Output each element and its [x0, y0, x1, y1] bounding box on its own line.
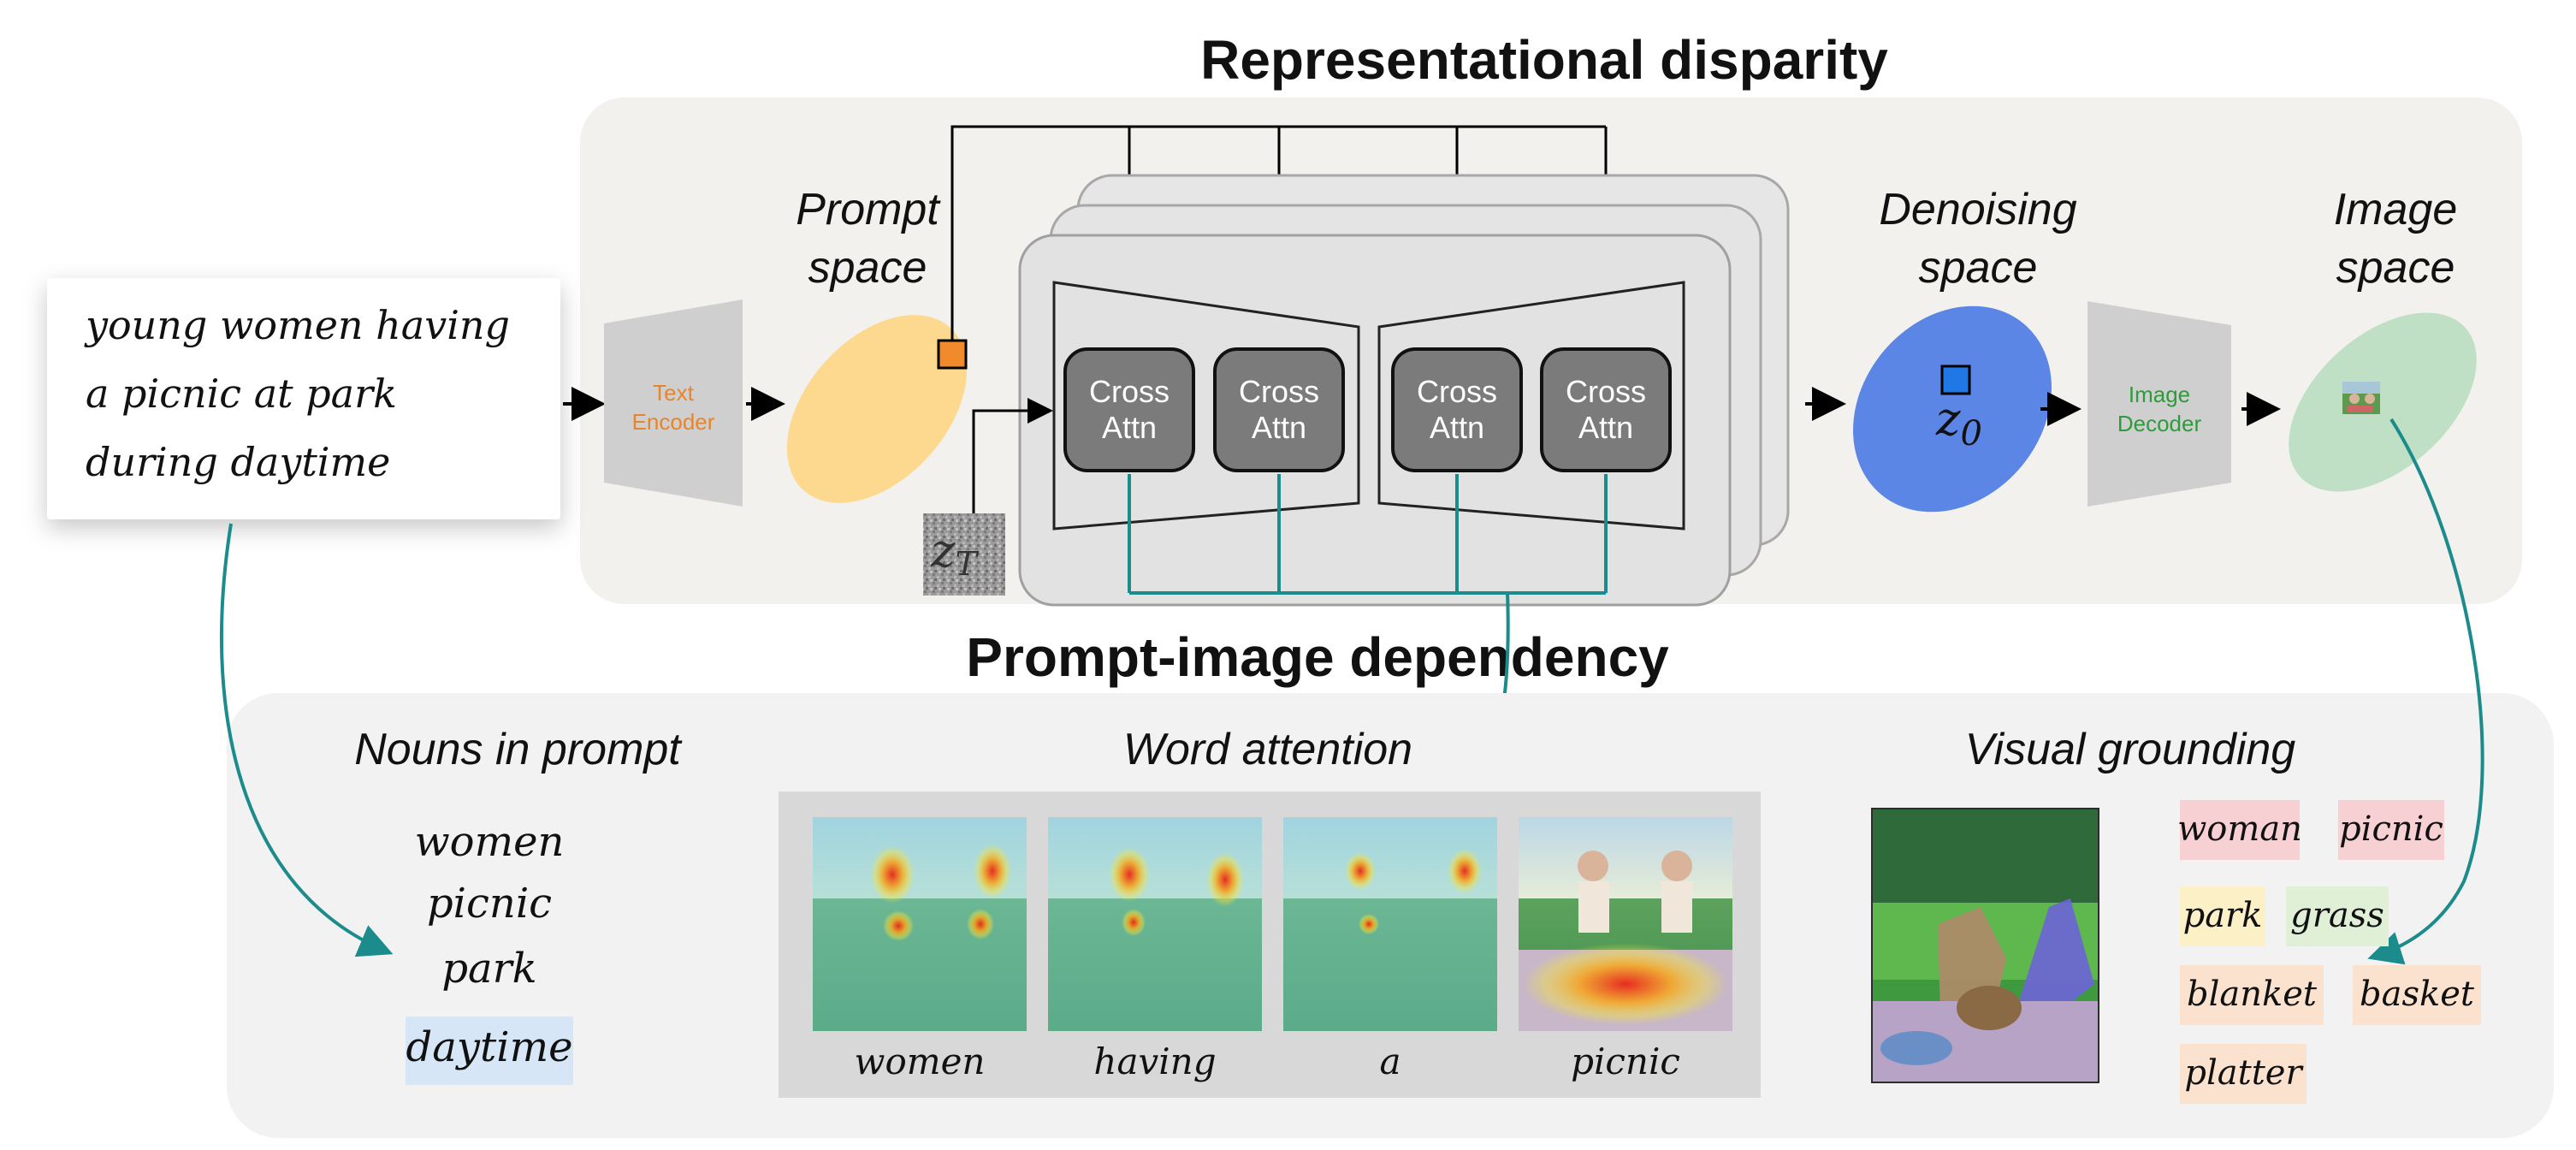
arrow-zt-to-unet	[972, 398, 1053, 513]
svg-text:picnic: picnic	[2339, 809, 2443, 849]
cross-attn-block: Cross Attn	[1391, 347, 1523, 472]
cross-attn-label: Attn	[1578, 410, 1633, 445]
image-decoder-label: Decoder	[2117, 411, 2202, 436]
prompt-space-label: Prompt	[796, 185, 941, 234]
noun-item: picnic	[427, 880, 552, 928]
arrow-image-to-grounding	[2367, 418, 2484, 965]
attention-word-label: picnic	[1571, 1040, 1680, 1082]
noun-item: park	[441, 945, 536, 993]
grounding-label: platter	[2180, 1044, 2307, 1104]
visual-grounding-title: Visual grounding	[1965, 725, 2296, 774]
generated-image-thumbnail	[2342, 382, 2380, 414]
latent-zt-image	[923, 513, 1005, 596]
grounding-label: picnic	[2338, 800, 2444, 860]
attention-map	[1283, 817, 1497, 1031]
attention-map	[1048, 817, 1262, 1031]
image-space-label: Image	[2334, 185, 2458, 234]
unet-decoder-outline	[1377, 281, 1685, 531]
attention-map	[813, 817, 1027, 1031]
grounding-label: basket	[2353, 965, 2481, 1025]
image-space-ellipse	[2289, 312, 2477, 492]
prompt-line: during daytime	[86, 439, 390, 485]
denoising-space-label: space	[1919, 243, 2038, 293]
svg-text:basket: basket	[2360, 975, 2475, 1014]
denoised-latent-marker	[1940, 365, 1971, 395]
image-space-label: space	[2336, 243, 2455, 293]
image-decoder	[2087, 301, 2231, 507]
grounding-label: woman	[2177, 800, 2302, 860]
cross-attn-label: Cross	[1239, 374, 1319, 409]
attention-word-label: women	[855, 1040, 986, 1082]
unet-panel	[1018, 234, 1732, 607]
cross-attn-block: Cross Attn	[1063, 347, 1195, 472]
grounding-label: blanket	[2180, 965, 2324, 1025]
svg-text:woman: woman	[2177, 809, 2302, 849]
cross-attn-label: Attn	[1252, 410, 1306, 445]
denoising-space-label: Denoising	[1879, 185, 2076, 234]
svg-text:park: park	[2183, 896, 2263, 935]
svg-text:platter: platter	[2184, 1053, 2304, 1093]
nouns-title: Nouns in prompt	[354, 725, 683, 774]
prompt-line: young women having	[84, 302, 510, 348]
attention-word-label: having	[1093, 1040, 1216, 1082]
noun-item: women	[415, 818, 565, 866]
cross-attn-label: Attn	[1430, 410, 1484, 445]
cross-attn-block: Cross Attn	[1213, 347, 1345, 472]
noun-highlight-daytime	[406, 1017, 573, 1085]
grounding-label: grass	[2286, 886, 2389, 946]
denoising-space-ellipse	[1853, 305, 2052, 513]
noun-item: daytime	[406, 1023, 572, 1071]
cross-attn-label: Attn	[1102, 410, 1157, 445]
attention-word-label: a	[1379, 1040, 1401, 1082]
attention-map	[1519, 817, 1732, 1031]
latent-z0-symbol: z0	[1935, 392, 1982, 453]
cross-attn-label: Cross	[1566, 374, 1646, 409]
prompt-embedding-marker	[937, 339, 968, 370]
text-encoder	[604, 299, 743, 507]
text-encoder-label: Encoder	[632, 409, 715, 435]
text-encoder-label: Text	[653, 380, 694, 406]
unet-encoder-outline	[1052, 281, 1360, 531]
svg-text:blanket: blanket	[2187, 975, 2318, 1014]
image-decoder-label: Image	[2129, 382, 2190, 407]
prompt-space-label: space	[808, 243, 927, 293]
conditioning-line	[950, 125, 1606, 341]
grounding-label: park	[2180, 886, 2265, 946]
arrow-prompt-to-nouns	[219, 523, 394, 957]
prompt-line: a picnic at park	[86, 370, 397, 417]
prompt-image-dependency-title: Prompt-image dependency	[966, 626, 1669, 688]
latent-zt-symbol: zT	[930, 524, 979, 583]
representational-disparity-title: Representational disparity	[1200, 29, 1888, 91]
prompt-card	[47, 278, 560, 519]
cross-attn-label: Cross	[1089, 374, 1170, 409]
cross-attn-label: Cross	[1417, 374, 1497, 409]
word-attention-title: Word attention	[1123, 725, 1412, 774]
prompt-space-ellipse	[786, 315, 968, 503]
cross-attn-block: Cross Attn	[1540, 347, 1672, 472]
grounding-image	[1871, 808, 2099, 1083]
svg-text:grass: grass	[2290, 896, 2384, 935]
